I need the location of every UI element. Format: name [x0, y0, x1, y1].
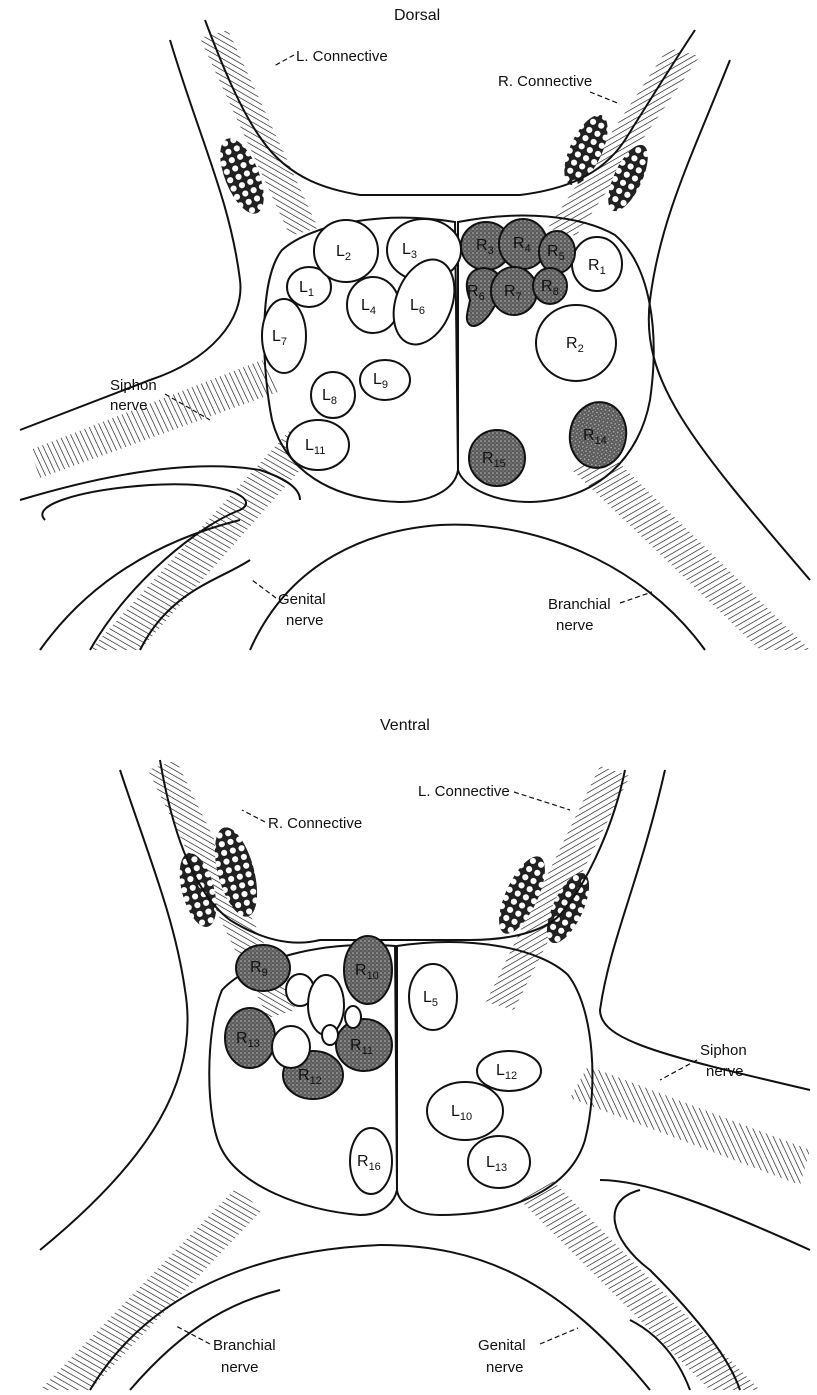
ventral-genital-label-2: nerve [486, 1359, 524, 1376]
ventral-branchial-label-1: Branchial [213, 1337, 276, 1354]
ventral-siphon-label-1: Siphon [700, 1042, 747, 1059]
dorsal-l-connective-label: L. Connective [296, 48, 388, 65]
dorsal-lower-arch [250, 525, 705, 650]
ventral-sheath-left [40, 770, 188, 1250]
ventral-panel: Ventral [40, 717, 810, 1390]
dorsal-sheath-right [649, 60, 810, 580]
dorsal-branchial-leader [620, 592, 652, 603]
dorsal-siphon-label-2: nerve [110, 397, 148, 414]
ventral-siphon-label-2: nerve [706, 1063, 744, 1080]
dorsal-siphon-label-1: Siphon [110, 377, 157, 394]
dorsal-title: Dorsal [394, 7, 440, 24]
ventral-l-connective-label: L. Connective [418, 783, 510, 800]
cell-small-e [272, 1026, 310, 1068]
ventral-branchial-leader [176, 1326, 210, 1344]
cell-small-d [322, 1025, 338, 1045]
ventral-title: Ventral [380, 717, 430, 734]
cell-small-c [345, 1006, 361, 1028]
ventral-l-connective-bundle [486, 766, 630, 1010]
ventral-branchial-label-2: nerve [221, 1359, 259, 1376]
ventral-siphon-lower [600, 1180, 810, 1250]
dorsal-l-connective-leader [274, 55, 294, 66]
ventral-siphon-leader [660, 1060, 697, 1080]
dorsal-sheath-left-upper [20, 40, 240, 430]
dorsal-genital-label-2: nerve [286, 612, 324, 629]
ventral-genital-label-1: Genital [478, 1337, 526, 1354]
dorsal-branchial-label-2: nerve [556, 617, 594, 634]
ventral-r-connective-leader [242, 810, 265, 822]
dorsal-branchial-label-1: Branchial [548, 596, 611, 613]
ventral-genital-leader [540, 1328, 578, 1344]
dorsal-panel: Dorsal [20, 7, 810, 650]
dorsal-r-connective-leader [590, 92, 620, 104]
dorsal-genital-bundle [90, 430, 318, 650]
dorsal-branchial-bundle [572, 446, 810, 650]
dorsal-genital-label-1: Genital [278, 591, 326, 608]
ventral-r-connective-label: R. Connective [268, 815, 362, 832]
ventral-l-connective-leader [514, 792, 570, 810]
dorsal-r-connective-label: R. Connective [498, 73, 592, 90]
ventral-siphon-bundle [570, 1066, 810, 1185]
dorsal-genital-leader [252, 580, 276, 598]
